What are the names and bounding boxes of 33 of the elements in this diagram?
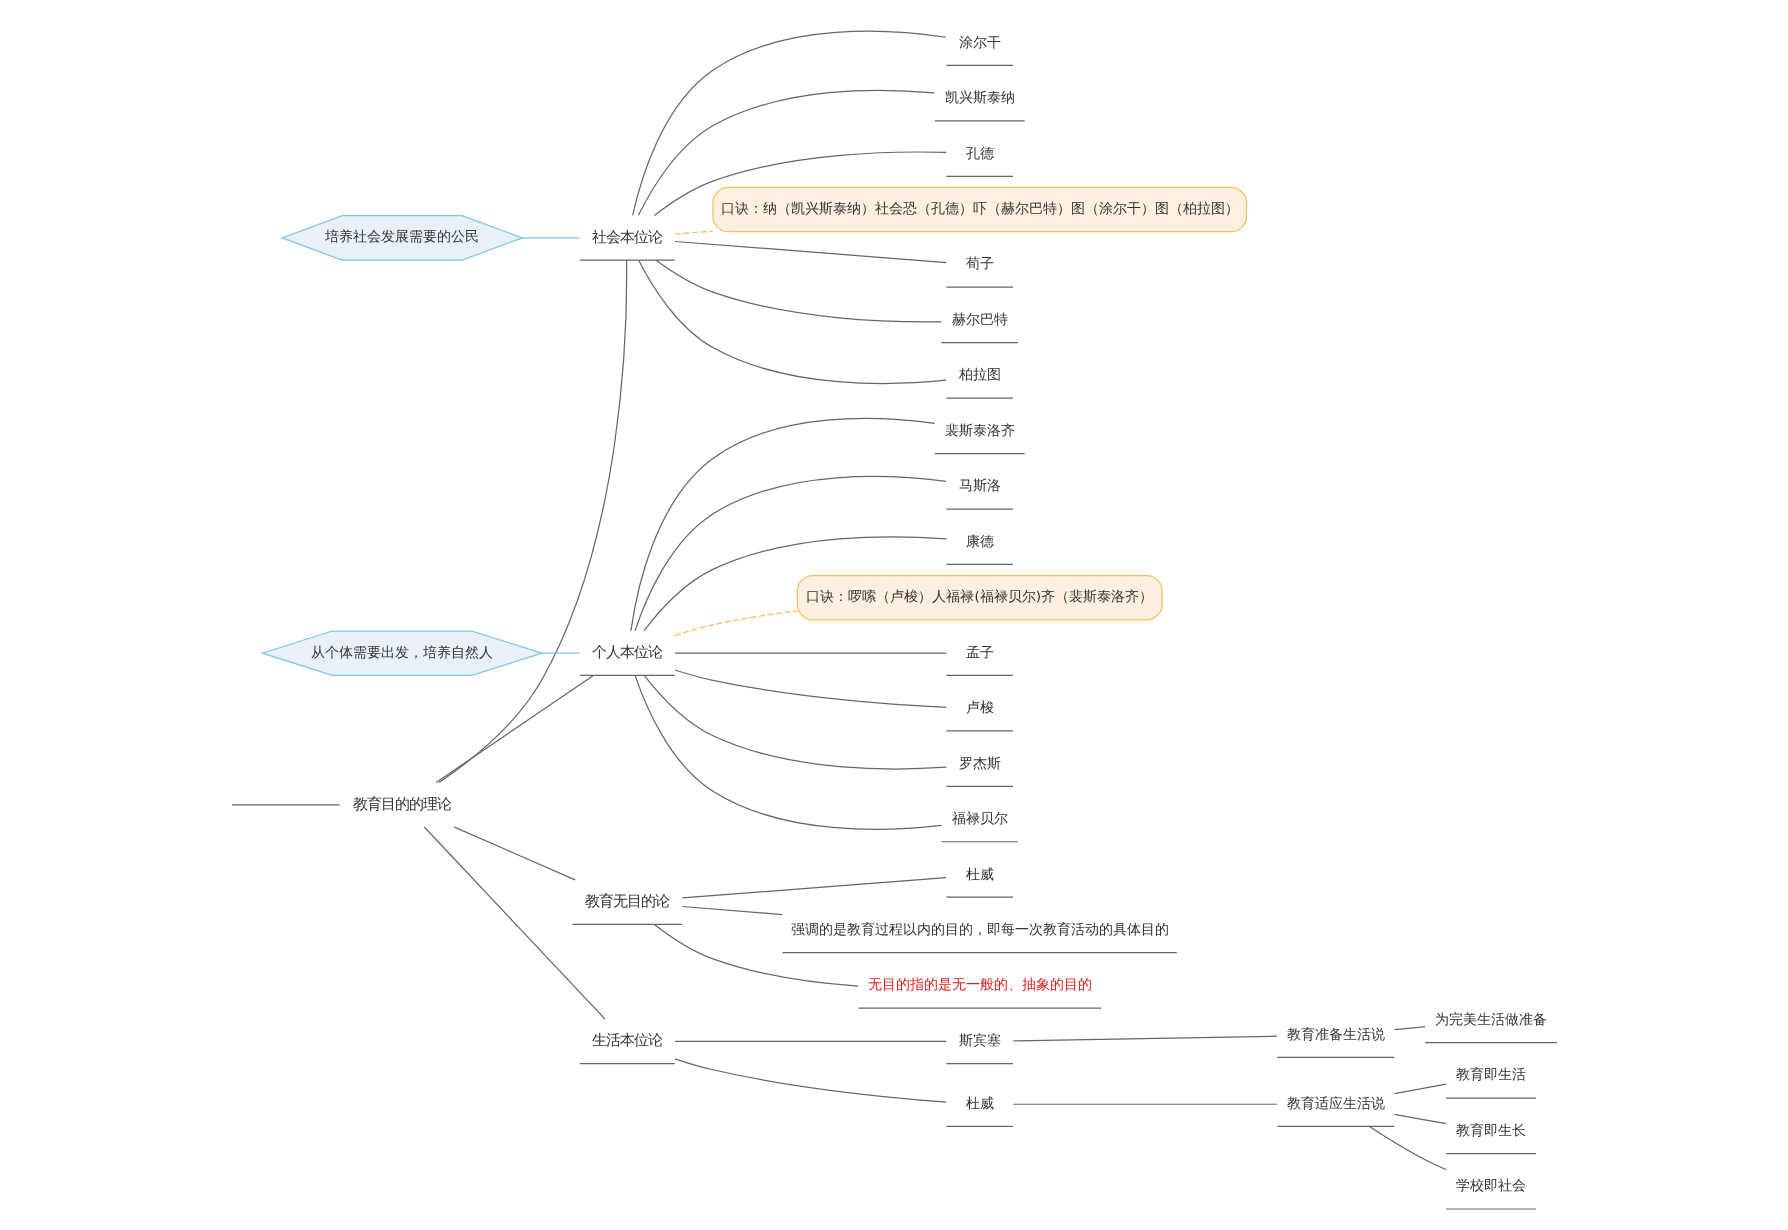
connector [1012, 1103, 1278, 1105]
connector [653, 923, 859, 987]
connector [681, 905, 783, 916]
connector [435, 674, 594, 784]
connector [634, 675, 942, 830]
connector [1393, 1083, 1447, 1095]
connector [655, 259, 942, 323]
connector [674, 240, 947, 264]
connector [674, 1058, 947, 1103]
connector [423, 826, 606, 1020]
connector [674, 652, 947, 654]
connector [541, 652, 581, 654]
connector [231, 804, 341, 806]
connector [637, 89, 935, 216]
connector [674, 230, 714, 235]
connector [653, 151, 947, 217]
connector [643, 536, 947, 632]
connector [521, 237, 580, 239]
connector [1012, 1035, 1278, 1042]
connector [634, 475, 947, 632]
connector [1369, 1126, 1447, 1171]
connector [438, 259, 628, 784]
connector [674, 669, 947, 708]
connector [681, 876, 947, 899]
connector [674, 610, 798, 637]
connector [674, 1040, 947, 1042]
connector [638, 259, 947, 385]
connector [632, 30, 947, 217]
connector [1393, 1113, 1447, 1125]
connector [630, 417, 936, 632]
connector [643, 675, 948, 770]
connector [453, 826, 576, 881]
connector [1393, 1026, 1426, 1031]
